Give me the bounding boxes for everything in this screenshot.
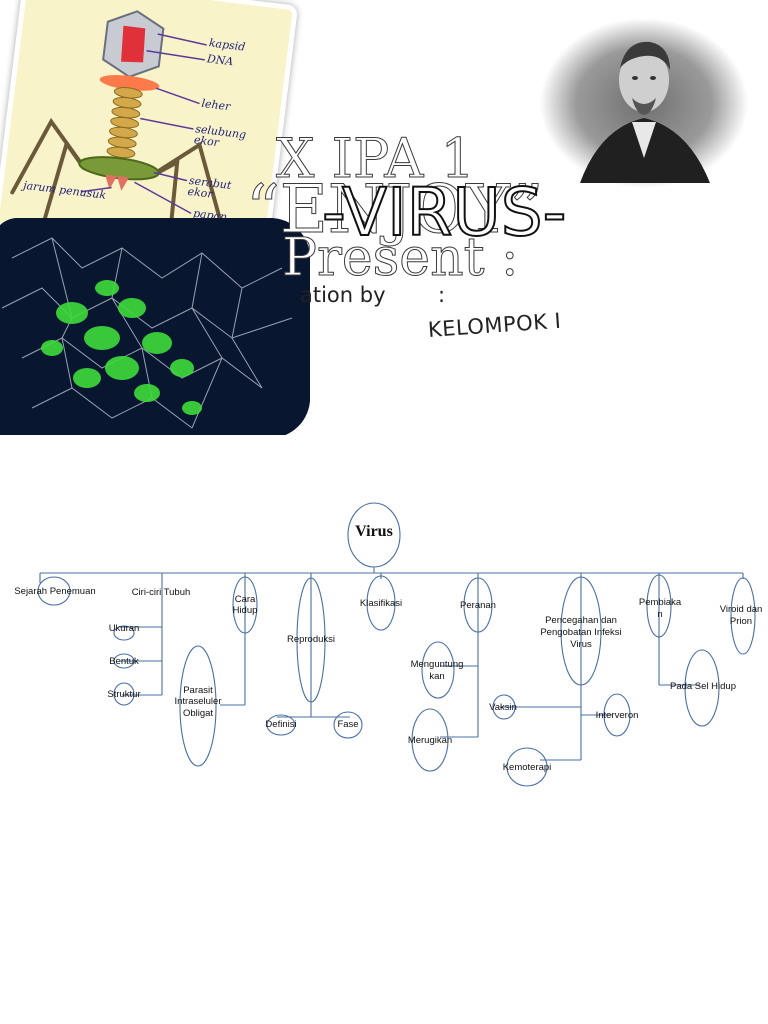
node-pembiakan-line1: Pembiaka bbox=[632, 597, 688, 608]
node-struktur: Struktur bbox=[100, 689, 148, 700]
node-merugikan: Merugikan bbox=[400, 735, 460, 746]
presentation-by-text: ation by bbox=[300, 283, 386, 307]
node-virus: Virus bbox=[343, 526, 405, 537]
node-fase: Fase bbox=[330, 719, 366, 730]
node-interveron: Interveron bbox=[588, 710, 646, 721]
virus-cell-drawing bbox=[0, 218, 310, 435]
node-definisi: Definisi bbox=[258, 719, 304, 730]
node-sejarah-penemuan: Sejarah Penemuan bbox=[8, 586, 102, 597]
label-serabut-ekor: serabut ekor bbox=[187, 175, 239, 203]
node-bentuk: Bentuk bbox=[102, 656, 146, 667]
node-viroid-line2: Prion bbox=[714, 616, 768, 627]
node-pencegahan-line2: Pengobatan Infeksi bbox=[532, 627, 630, 638]
title-slide: kapsid DNA leher selubung ekor serabut e… bbox=[0, 0, 768, 435]
virus-cell-image bbox=[0, 218, 310, 435]
node-parasit-line1: Parasit bbox=[166, 685, 230, 696]
node-pencegahan-line1: Pencegahan dan bbox=[532, 615, 630, 626]
node-menguntungkan-line1: Menguntung bbox=[404, 659, 470, 670]
virus-concept-map: Virus Sejarah Penemuan Ciri-ciri Tubuh U… bbox=[0, 495, 768, 795]
node-cara-hidup-line2: Hidup bbox=[226, 605, 264, 616]
node-parasit-line3: Obligat bbox=[166, 708, 230, 719]
node-peranan: Peranan bbox=[450, 600, 506, 611]
portrait-drawing bbox=[540, 18, 748, 188]
concept-map-lines bbox=[0, 495, 768, 795]
node-ciri-ciri-tubuh: Ciri-ciri Tubuh bbox=[122, 587, 200, 598]
label-leher: leher bbox=[201, 98, 231, 112]
node-reproduksi: Reproduksi bbox=[280, 634, 342, 645]
scientist-portrait bbox=[540, 18, 748, 188]
label-dna: DNA bbox=[206, 53, 234, 67]
virus-title: -VIRUS- bbox=[322, 180, 566, 246]
node-pencegahan-line3: Virus bbox=[532, 639, 630, 650]
node-cara-hidup-line1: Cara bbox=[226, 594, 264, 605]
node-kemoterapi: Kemoterapi bbox=[496, 762, 558, 773]
node-parasit-line2: Intraseluler bbox=[166, 696, 230, 707]
node-menguntungkan-line2: kan bbox=[404, 671, 470, 682]
node-pada-sel-hidup: Pada Sel Hidup bbox=[664, 681, 742, 692]
node-ukuran: Ukuran bbox=[102, 623, 146, 634]
node-viroid-line1: Viroid dan bbox=[714, 604, 768, 615]
node-klasifikasi: Klasifikasi bbox=[350, 598, 412, 609]
presentation-colon: : bbox=[438, 283, 445, 307]
node-vaksin: Vaksin bbox=[484, 702, 522, 713]
node-pembiakan-line2: n bbox=[632, 609, 688, 620]
group-name: KELOMPOK I bbox=[427, 309, 562, 342]
